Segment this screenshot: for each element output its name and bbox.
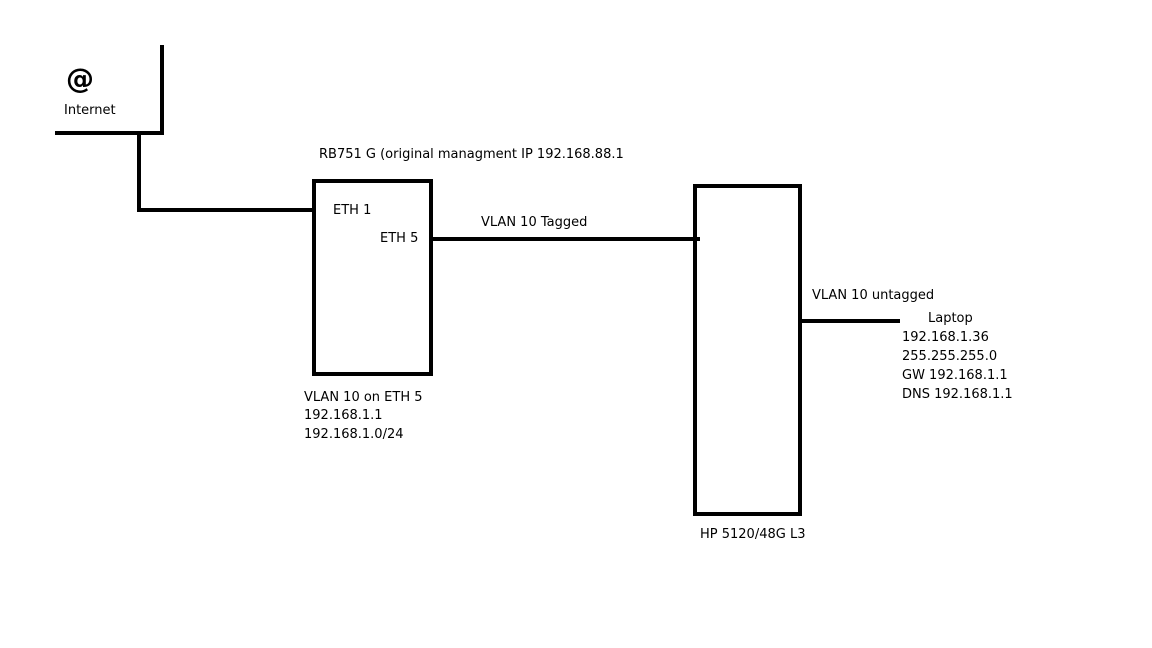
access-link-label: VLAN 10 untagged — [812, 288, 935, 303]
switch-box — [693, 184, 802, 516]
router-config-ip: 192.168.1.1 — [304, 408, 383, 423]
trunk-link-label: VLAN 10 Tagged — [481, 215, 588, 230]
internet-at-symbol: @ — [66, 62, 94, 95]
laptop-dns: DNS 192.168.1.1 — [902, 387, 1013, 402]
laptop-title: Laptop — [928, 311, 973, 326]
router-port-eth1: ETH 1 — [333, 203, 372, 218]
router-config-subnet: 192.168.1.0/24 — [304, 427, 404, 442]
router-box — [312, 179, 433, 376]
router-title: RB751 G (original managment IP 192.168.8… — [319, 147, 624, 162]
laptop-gateway: GW 192.168.1.1 — [902, 368, 1008, 383]
internet-label: Internet — [64, 103, 116, 118]
switch-label: HP 5120/48G L3 — [700, 527, 806, 542]
router-port-eth5: ETH 5 — [380, 231, 419, 246]
laptop-ip: 192.168.1.36 — [902, 330, 989, 345]
router-config-vlan: VLAN 10 on ETH 5 — [304, 390, 423, 405]
laptop-mask: 255.255.255.0 — [902, 349, 998, 364]
